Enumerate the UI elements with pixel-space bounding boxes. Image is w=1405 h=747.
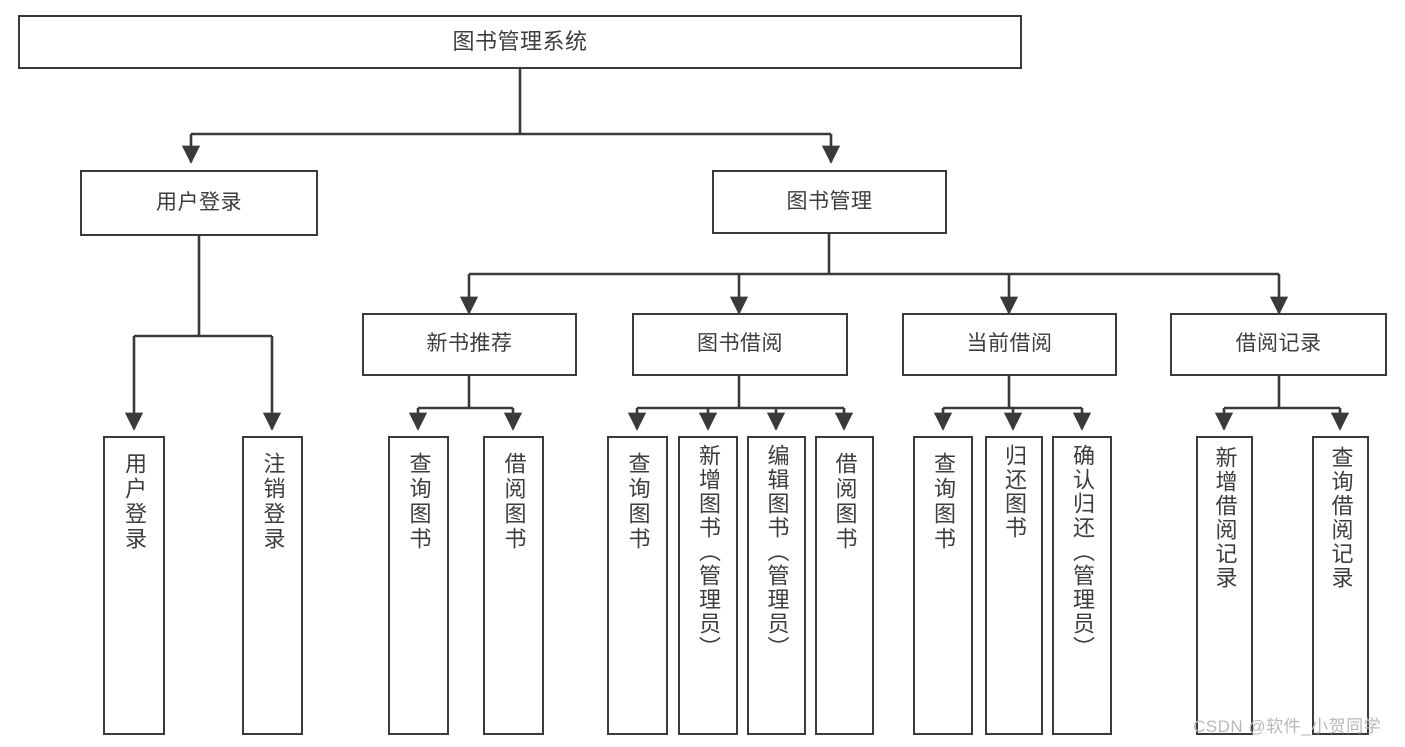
node-label: 用户登录 xyxy=(156,190,242,214)
node-label: 新增图书（管理员） xyxy=(696,444,721,660)
node-label: 新增借阅记录 xyxy=(1212,446,1238,590)
node-label: 查询图书 xyxy=(625,452,651,552)
leaf-borrow-book-new[interactable]: 借阅图书 xyxy=(483,436,544,735)
node-label: 编辑图书（管理员） xyxy=(764,444,790,660)
node-label: 借阅图书 xyxy=(501,452,527,552)
leaf-confirm-return-admin[interactable]: 确认归还（管理员） xyxy=(1052,436,1112,735)
node-label: 查询借阅记录 xyxy=(1328,446,1354,590)
node-current-borrowing[interactable]: 当前借阅 xyxy=(902,313,1117,376)
leaf-query-book-new[interactable]: 查询图书 xyxy=(388,436,449,735)
node-borrow-record[interactable]: 借阅记录 xyxy=(1170,313,1387,376)
node-book-borrowing[interactable]: 图书借阅 xyxy=(632,313,848,376)
node-label: 查询图书 xyxy=(931,452,956,552)
leaf-add-book-admin[interactable]: 新增图书（管理员） xyxy=(678,436,738,735)
node-label: 借阅记录 xyxy=(1235,332,1322,356)
node-user-login[interactable]: 用户登录 xyxy=(80,170,318,236)
node-label: 图书管理系统 xyxy=(452,29,588,55)
leaf-query-borrow-record[interactable]: 查询借阅记录 xyxy=(1312,436,1369,735)
leaf-return-book[interactable]: 归还图书 xyxy=(985,436,1043,735)
leaf-edit-book-admin[interactable]: 编辑图书（管理员） xyxy=(747,436,806,735)
leaf-query-book-borrow[interactable]: 查询图书 xyxy=(607,436,668,735)
leaf-borrow-book[interactable]: 借阅图书 xyxy=(815,436,874,735)
watermark: CSDN @软件_小贺同学 xyxy=(1193,717,1382,736)
node-label: 用户登录 xyxy=(122,452,147,552)
node-label: 查询图书 xyxy=(406,452,432,552)
leaf-user-login[interactable]: 用户登录 xyxy=(103,436,165,735)
node-label: 确认归还（管理员） xyxy=(1070,444,1095,660)
leaf-add-borrow-record[interactable]: 新增借阅记录 xyxy=(1196,436,1253,735)
node-book-management[interactable]: 图书管理 xyxy=(712,170,947,234)
node-label: 图书管理 xyxy=(786,189,873,213)
leaf-query-book-current[interactable]: 查询图书 xyxy=(913,436,973,735)
leaf-logout[interactable]: 注销登录 xyxy=(242,436,303,735)
node-label: 新书推荐 xyxy=(426,332,513,356)
node-label: 借阅图书 xyxy=(832,452,858,552)
node-label: 归还图书 xyxy=(1002,444,1027,540)
node-label: 图书借阅 xyxy=(697,332,783,356)
node-label: 注销登录 xyxy=(260,452,286,552)
node-new-book-recommend[interactable]: 新书推荐 xyxy=(362,313,577,376)
node-root-system[interactable]: 图书管理系统 xyxy=(18,15,1022,69)
node-label: 当前借阅 xyxy=(966,332,1053,356)
